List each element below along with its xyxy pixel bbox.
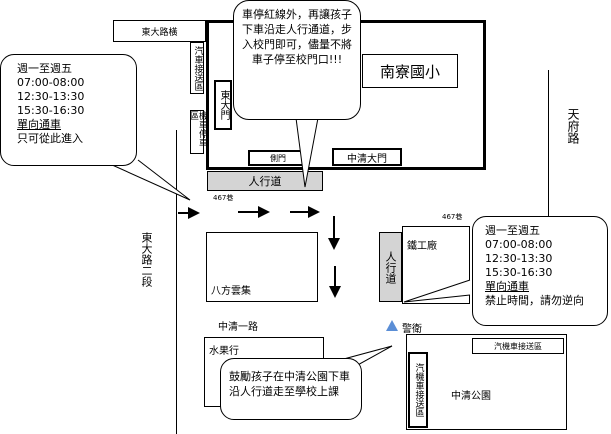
side-gate-box: 側門 [248,150,308,166]
callout-bottom: 鼓勵孩子在中清公園下車沿人行道走至學校上課 [220,358,362,420]
iron-factory-label: 鐵工廠 [407,241,437,252]
zhongqing-gate-box: 中清大門 [332,148,402,166]
callout-left: 週一至週五 07:00-08:00 12:30-13:30 15:30-16:3… [0,54,137,166]
sidewalk-right-label: 人行道 [384,250,397,284]
callout-left-line-5: 單向通車 [17,118,61,131]
guard-label: 警衛 [402,324,422,335]
callout-left-line-1: 週一至週五 [17,62,72,75]
bafang-block: 八方雲集 [206,232,318,302]
sidewalk-right: 人行道 [379,232,402,302]
callout-left-line-4: 15:30-16:30 [17,104,85,117]
zhongqing-road-label: 中清一路 [218,322,258,333]
bicycle-alley-label: 機車停車區 [188,111,207,147]
callout-bottom-text: 鼓勵孩子在中清公園下車沿人行道走至學校上課 [229,370,350,398]
callout-right-line-3: 12:30-13:30 [485,252,553,265]
dongda-alley-box: 東大路橫 [113,20,206,42]
south-gate-alley-label: 汽車接送區 [192,45,203,91]
sidewalk-top: 人行道 [207,171,323,191]
car-dropoff-vertical-box: 汽機車接送區 [408,352,428,428]
car-dropoff-top-box: 汽機車接送區 [472,338,564,354]
callout-left-line-2: 07:00-08:00 [17,76,85,89]
callout-right-line-5: 單向通車 [485,280,529,293]
side-gate-label: 側門 [270,153,286,163]
callout-top-text: 車停紅線外，再讓孩子下車沿走人行通道，步入校門即可，儘量不將車子停至校門口!!! [242,8,352,66]
callout-right-line-1: 週一至週五 [485,224,540,237]
callout-left-pointer [109,159,191,201]
callout-right-pointer [403,279,471,303]
bafang-label: 八方雲集 [211,286,251,297]
callout-left-line-6: 只可從此進入 [17,132,83,145]
callout-right-line-6: 禁止時間，請勿逆向 [485,294,584,307]
callout-right: 週一至週五 07:00-08:00 12:30-13:30 15:30-16:3… [472,216,608,326]
south-gate-alley-box: 汽車接送區 [190,42,204,94]
callout-top: 車停紅線外，再讓孩子下車沿走人行通道，步入校門即可，儘量不將車子停至校門口!!! [233,0,361,120]
road-edge-tianfu [548,70,549,220]
callout-right-line-2: 07:00-08:00 [485,238,553,251]
callout-right-line-4: 15:30-16:30 [485,266,553,279]
dongda-alley-label: 東大路橫 [141,27,178,38]
callout-top-pointer [295,117,319,188]
guard-marker-icon [386,320,398,331]
callout-left-line-3: 12:30-13:30 [17,90,85,103]
dongda-road-label: 東大路二段 [140,232,153,287]
school-name: 南寮國小 [379,62,440,81]
dongda-gate-box: 東大門 [214,80,232,130]
zhongqing-gate-label: 中清大門 [347,153,387,165]
tianfu-road-label: 天府路 [566,108,580,144]
dongda-gate-label: 東大門 [218,90,229,120]
lane-467-right-label: 467巷 [442,213,463,221]
sidewalk-top-label: 人行道 [248,175,282,188]
road-edge-left [176,130,177,434]
school-name-box: 南寮國小 [362,54,458,88]
car-dropoff-top-label: 汽機車接送區 [494,341,542,351]
fruit-shop-label: 水果行 [209,346,239,357]
lane-467-left-label: 467巷 [213,194,234,202]
car-dropoff-vertical-label: 汽機車接送區 [413,363,424,417]
park-label: 中清公園 [451,391,491,402]
bicycle-alley-box: 機車停車區 [188,110,207,154]
